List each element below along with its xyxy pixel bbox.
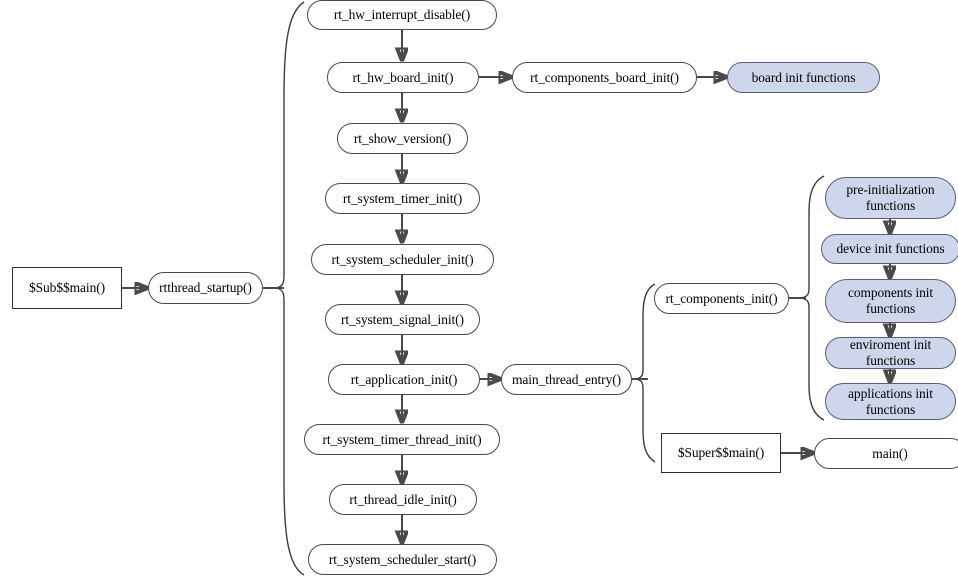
node-rt-hw-board-init[interactable]: rt_hw_board_init() <box>327 62 479 93</box>
right-curly-brace <box>799 175 825 421</box>
node-applications-init-functions[interactable]: applications init functions <box>825 383 956 420</box>
node-rt-system-scheduler-init[interactable]: rt_system_scheduler_init() <box>311 244 494 275</box>
node-rt-system-scheduler-start[interactable]: rt_system_scheduler_start() <box>308 544 497 575</box>
node-board-init-functions[interactable]: board init functions <box>727 62 880 93</box>
node-rt-show-version[interactable]: rt_show_version() <box>337 123 468 154</box>
node-pre-initialization-functions[interactable]: pre-initialization functions <box>825 177 956 219</box>
node-super-main[interactable]: $Super$$main() <box>661 433 781 473</box>
node-components-init-functions[interactable]: components init functions <box>825 279 956 323</box>
node-rt-system-timer-init[interactable]: rt_system_timer_init() <box>325 183 480 214</box>
node-rt-thread-idle-init[interactable]: rt_thread_idle_init() <box>329 484 477 515</box>
node-rt-system-signal-init[interactable]: rt_system_signal_init() <box>325 304 480 335</box>
node-rt-application-init[interactable]: rt_application_init() <box>328 364 480 395</box>
node-sub-main[interactable]: $Sub$$main() <box>12 267 122 309</box>
node-main[interactable]: main() <box>814 438 958 469</box>
node-rt-components-init[interactable]: rt_components_init() <box>654 283 789 314</box>
node-rt-system-timer-thread-init[interactable]: rt_system_timer_thread_init() <box>304 424 500 455</box>
left-curly-brace <box>274 1 305 576</box>
node-main-thread-entry[interactable]: main_thread_entry() <box>501 364 632 395</box>
middle-curly-brace <box>635 283 656 463</box>
node-device-init-functions[interactable]: device init functions <box>821 234 958 264</box>
node-rt-components-board-init[interactable]: rt_components_board_init() <box>512 62 697 93</box>
node-rtthread-startup[interactable]: rtthread_startup() <box>148 272 263 304</box>
node-rt-hw-interrupt-disable[interactable]: rt_hw_interrupt_disable() <box>307 0 497 30</box>
node-enviroment-init-functions[interactable]: enviroment init functions <box>825 337 956 369</box>
